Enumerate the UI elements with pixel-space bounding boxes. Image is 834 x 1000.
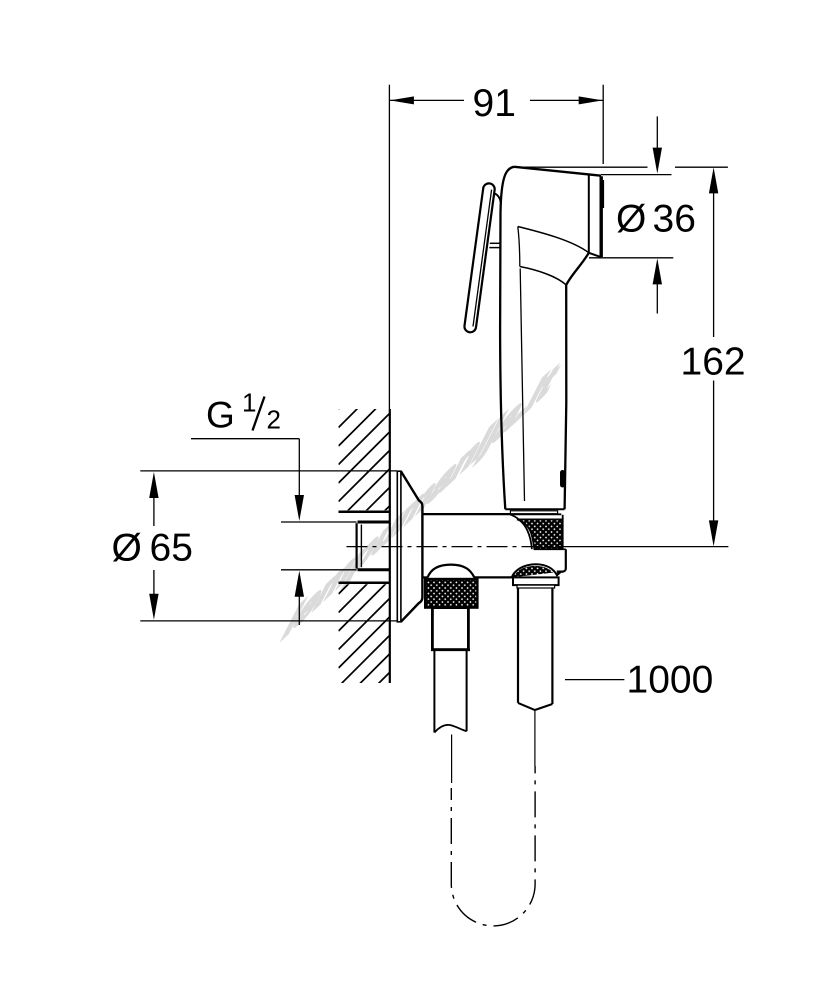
svg-text:36: 36 xyxy=(653,198,696,241)
svg-text:1000: 1000 xyxy=(627,659,714,702)
svg-text:Ø: Ø xyxy=(616,198,646,241)
svg-text:162: 162 xyxy=(681,341,746,384)
svg-text:2: 2 xyxy=(267,405,281,435)
svg-text:91: 91 xyxy=(473,82,516,125)
svg-text:Ø: Ø xyxy=(112,527,142,570)
svg-text:1: 1 xyxy=(242,388,256,418)
svg-text:65: 65 xyxy=(150,527,193,570)
svg-text:G: G xyxy=(206,395,235,436)
